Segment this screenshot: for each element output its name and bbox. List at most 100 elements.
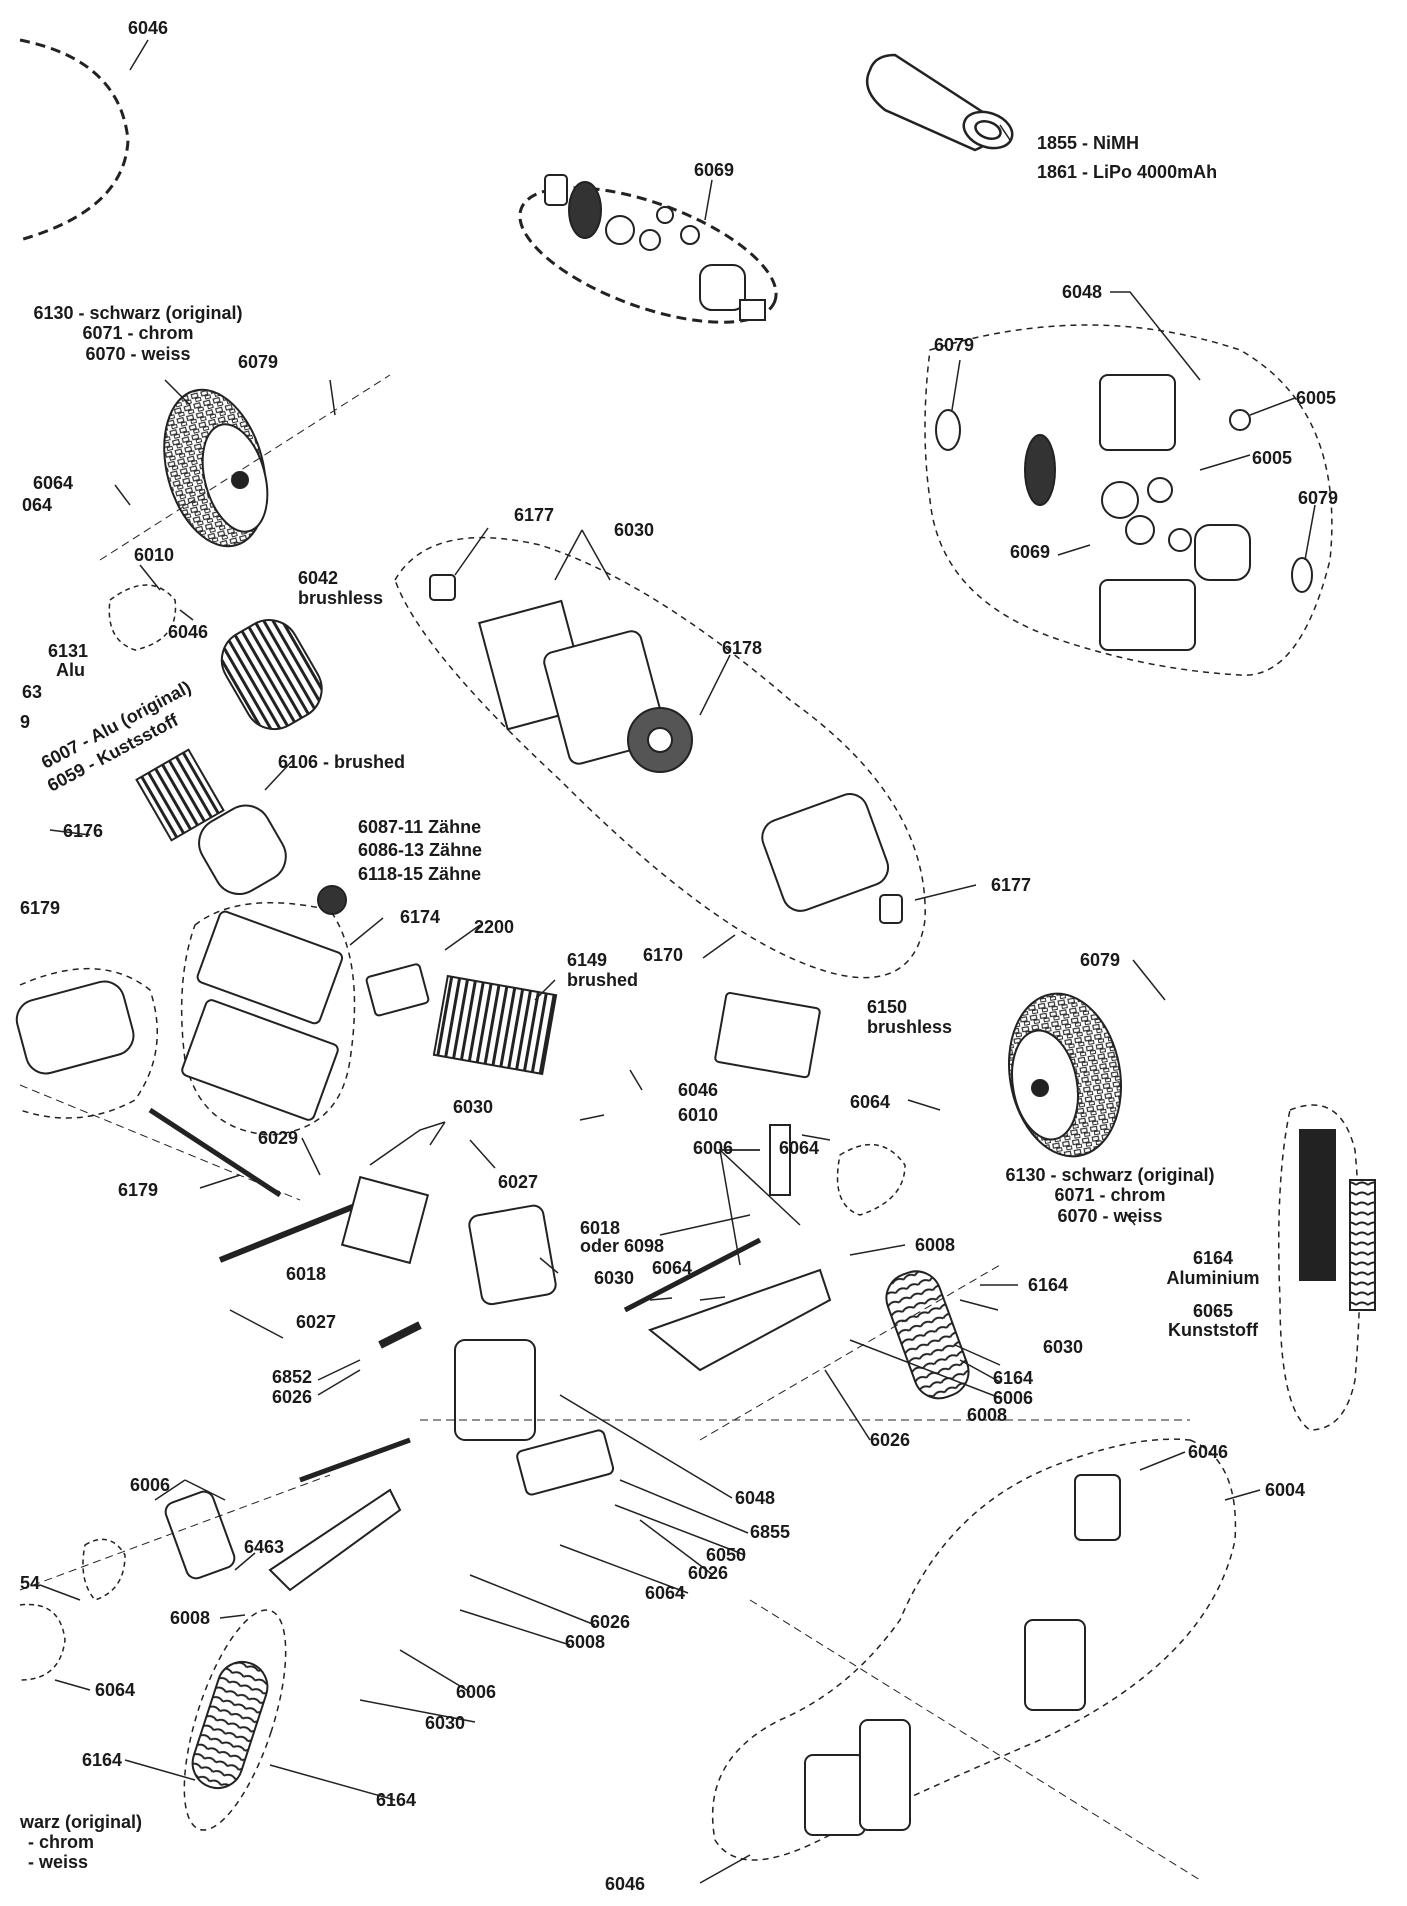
label-6079-c: 6079 [1080,950,1121,970]
label-6006-m: 6006 [693,1138,734,1158]
label-6070-left: 6070 - weiss [85,344,191,364]
label-6131: 6131 [48,641,89,661]
label-6064-b: 064 [22,495,53,515]
label-6026-c: 6026 [688,1563,729,1583]
outline-6064-right [836,1143,906,1216]
label-6069-top: 6069 [694,160,735,180]
label-6174: 6174 [400,907,441,927]
label-54: 54 [20,1573,41,1593]
label-2200: 2200 [474,917,515,937]
label-1861: 1861 - LiPo 4000mAh [1037,162,1218,182]
brushed-motor [135,748,347,915]
label-6026-a: 6026 [272,1387,313,1407]
label-6018-b: 6018 [286,1264,327,1284]
label-6030-e: 6030 [425,1713,466,1733]
differential-parts-6069 [544,174,766,321]
label-6087: 6087-11 Zähne [358,817,482,837]
label-6030-a: 6030 [614,520,655,540]
outline-6010-left [108,584,177,651]
label-6852: 6852 [272,1367,313,1387]
label-6026-b: 6026 [870,1430,911,1450]
label-6030-d: 6030 [1043,1337,1084,1357]
label-6042: 6042 [298,568,339,588]
label-6118: 6118-15 Zähne [358,864,482,884]
label-6005-a: 6005 [1296,388,1337,408]
battery-pack [865,53,1014,152]
label-oder: oder 6098 [580,1236,665,1256]
label-6178: 6178 [722,638,763,658]
label-6164-b: 6164 [1028,1275,1069,1295]
label-6006-b: 6006 [993,1388,1034,1408]
label-chrom-bottom: - chrom [28,1832,95,1852]
axis-lines [19,374,1201,1881]
label-6008-c: 6008 [170,1608,211,1628]
label-63: 63 [22,682,43,702]
label-6048-top: 6048 [1062,282,1103,302]
label-6048-b: 6048 [735,1488,776,1508]
label-6179-b: 6179 [118,1180,159,1200]
label-6008-d: 6008 [565,1632,606,1652]
outline-6174 [180,902,356,1136]
label-6029: 6029 [258,1128,299,1148]
outline-6069 [518,186,778,324]
label-kunststoff: Kunststoff [1168,1320,1258,1340]
label-9: 9 [20,712,31,732]
label-6064-m1: 6064 [850,1092,891,1112]
label-brushless-b: brushless [867,1017,953,1037]
outline-6170 [394,536,926,979]
outline-6064-lower-left [82,1538,126,1601]
outline-6046-top [19,38,130,242]
wheel-left [163,388,269,548]
label-6071-right: 6071 - chrom [1054,1185,1166,1205]
gear-cover-group-6170 [429,574,903,924]
outline-left-gearbox [19,967,159,1119]
label-brushless-a: brushless [298,588,384,608]
label-6070-right: 6070 - weiss [1057,1206,1163,1226]
label-1855: 1855 - NiMH [1037,133,1140,153]
label-6463: 6463 [244,1537,285,1557]
wheel-right [1007,992,1123,1158]
label-6064-b3: 6064 [95,1680,136,1700]
label-6164-c: 6164 [993,1368,1034,1388]
label-6071-left: 6071 - chrom [82,323,194,343]
label-6177-b: 6177 [991,875,1032,895]
label-6006-c: 6006 [130,1475,171,1495]
label-6064-b2: 6064 [645,1583,686,1603]
label-6086: 6086-13 Zähne [358,840,483,860]
label-6046-bottom: 6046 [605,1874,646,1894]
label-6079-r2: 6079 [1298,488,1339,508]
label-6005-b: 6005 [1252,448,1293,468]
label-6006-d: 6006 [456,1682,497,1702]
brushless-motor [220,619,323,731]
outline-6048 [924,324,1333,676]
label-6065: 6065 [1192,1301,1234,1321]
label-6027-b: 6027 [296,1312,337,1332]
label-6106: 6106 - brushed [278,752,406,772]
label-6064-a: 6064 [33,473,74,493]
outline-6064-bottom-left [19,1603,66,1681]
label-6064-m2: 6064 [779,1138,820,1158]
label-6046-top: 6046 [128,18,169,38]
label-6179-a: 6179 [20,898,61,918]
label-schwarz-bottom: warz (original) [20,1812,143,1832]
label-6130-left: 6130 - schwarz (original) [33,303,243,323]
label-6046-m: 6046 [678,1080,719,1100]
label-6064-m3: 6064 [652,1258,693,1278]
outline-shock-left [183,1609,287,1831]
label-6010-a: 6010 [134,545,175,565]
label-6018-a: 6018 [580,1218,621,1238]
outline-shock-right [1278,1104,1361,1431]
outline-6004 [711,1438,1237,1861]
label-6079-r1: 6079 [934,335,975,355]
label-6150: 6150 [867,997,908,1017]
leader-lines [39,39,1316,1884]
label-6008-b: 6008 [967,1405,1008,1425]
label-6164-a: 6164 [1192,1248,1234,1268]
group-outlines [19,38,1361,1861]
label-6170: 6170 [643,945,684,965]
label-6050: 6050 [706,1545,747,1565]
label-6008-a: 6008 [915,1235,956,1255]
label-aluminium: Aluminium [1166,1268,1260,1288]
label-6030-m: 6030 [453,1097,494,1117]
